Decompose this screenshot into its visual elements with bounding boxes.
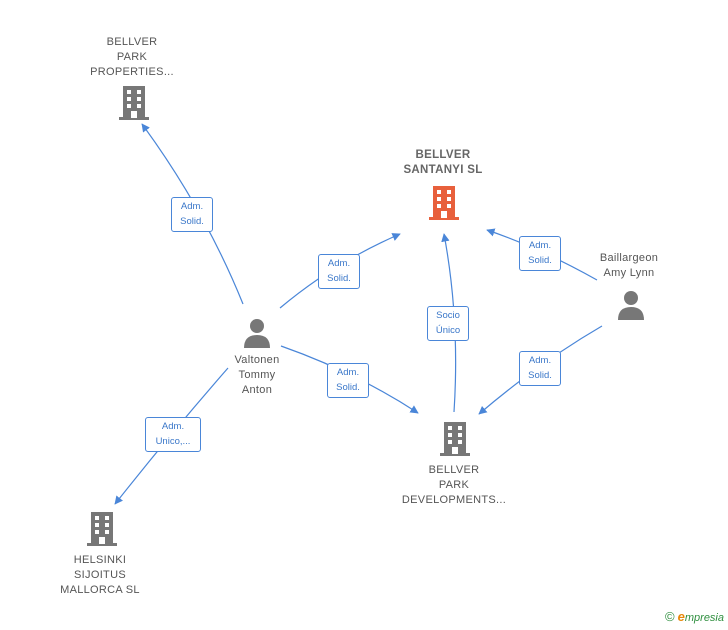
building-icon[interactable] (86, 512, 118, 546)
node-label-bellver-park-properties[interactable]: BELLVER PARK PROPERTIES... (90, 36, 174, 78)
building-icon[interactable] (428, 186, 460, 220)
node-label-bellver-santanyi[interactable]: BELLVER SANTANYI SL (403, 149, 483, 176)
building-icon[interactable] (439, 422, 471, 456)
edge-label-valtonen-developments[interactable]: Adm. Solid. (327, 363, 369, 398)
edge-label-baillargeon-developments[interactable]: Adm. Solid. (519, 351, 561, 386)
edge-label-developments-santanyi[interactable]: Socio Único (427, 306, 469, 341)
brand-name: mpresia (684, 612, 724, 624)
node-label-helsinki-sijoitus[interactable]: HELSINKI SIJOITUS MALLORCA SL (60, 554, 140, 596)
building-icon[interactable] (118, 86, 150, 120)
person-icon[interactable] (616, 290, 646, 320)
brand-logo[interactable]: empresia (678, 609, 724, 624)
footer-branding: © empresia (665, 609, 724, 624)
node-label-valtonen[interactable]: Valtonen Tommy Anton (234, 354, 280, 396)
person-icon[interactable] (242, 318, 272, 348)
edge-label-valtonen-helsinki[interactable]: Adm. Unico,... (145, 417, 201, 452)
edge-label-valtonen-santanyi[interactable]: Adm. Solid. (318, 254, 360, 289)
edge-label-valtonen-properties[interactable]: Adm. Solid. (171, 197, 213, 232)
edge-label-baillargeon-santanyi[interactable]: Adm. Solid. (519, 236, 561, 271)
node-label-bellver-park-developments[interactable]: BELLVER PARK DEVELOPMENTS... (401, 464, 507, 506)
node-label-baillargeon[interactable]: Baillargeon Amy Lynn (599, 252, 659, 279)
copyright-icon: © (665, 609, 675, 624)
brand-initial: e (677, 609, 685, 624)
